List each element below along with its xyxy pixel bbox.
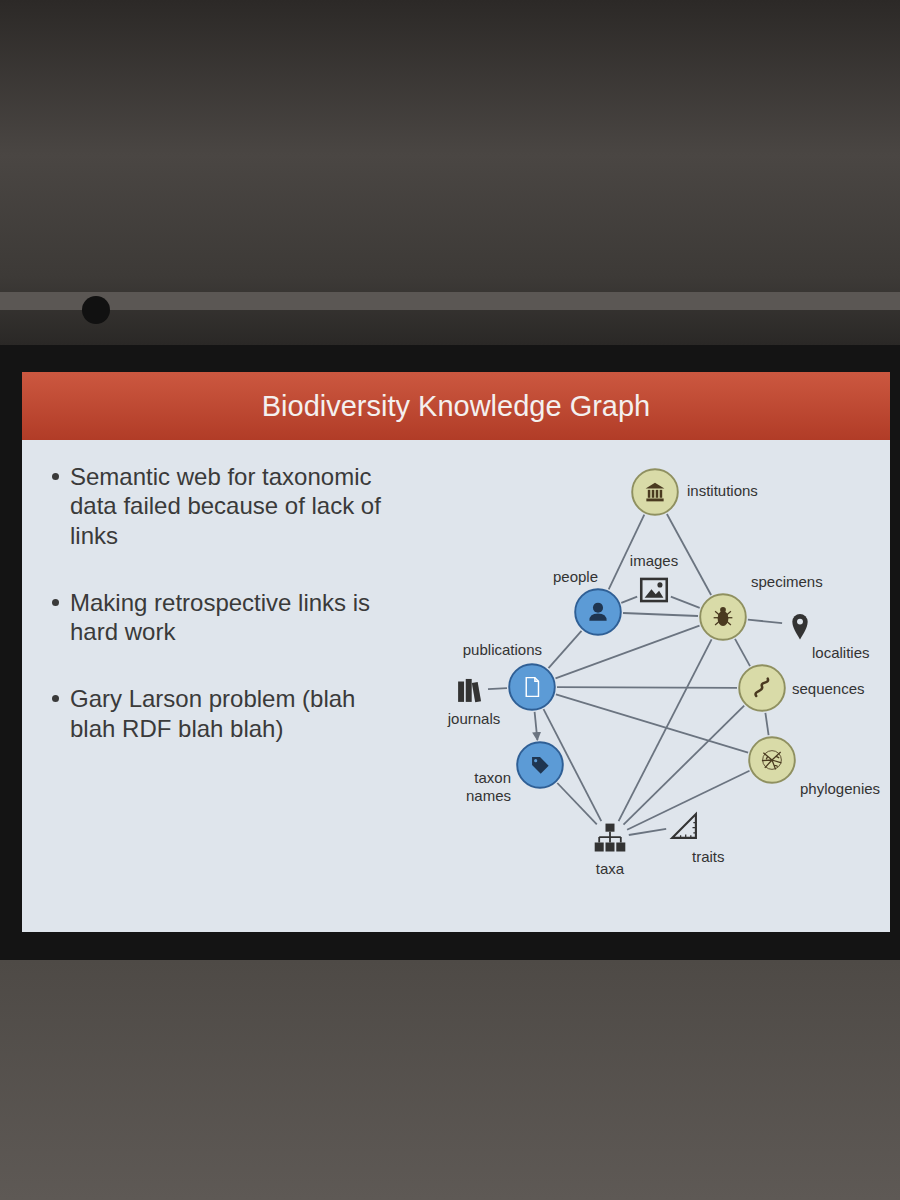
graph-link [765, 713, 768, 735]
graph-link [488, 687, 507, 690]
graph-link [735, 639, 750, 666]
graph-link [549, 631, 582, 668]
graph-link [623, 613, 698, 616]
bug-icon [699, 593, 747, 641]
node-label: people [551, 568, 600, 586]
publications-node: publications [508, 663, 556, 711]
bullet-text: Semantic web for taxonomic data failed b… [70, 462, 405, 550]
person-icon [574, 588, 622, 636]
doc-icon [508, 663, 556, 711]
tag-icon [516, 741, 564, 789]
pin-icon [783, 608, 817, 642]
phylo-icon [748, 736, 796, 784]
projector-dome [82, 296, 110, 324]
node-label: journals [446, 710, 503, 728]
node-label: images [628, 552, 680, 570]
helix-icon [738, 664, 786, 712]
graph-link [557, 686, 737, 689]
floor-wall [0, 960, 900, 1200]
graph-link [619, 639, 712, 821]
graph-link [556, 694, 748, 752]
node-label: sequences [790, 680, 867, 698]
graph-link [535, 712, 538, 740]
bullet-text: Making retrospective links is hard work [70, 588, 405, 647]
node-label: traits [690, 848, 727, 866]
image-icon [637, 573, 671, 607]
inst-icon [631, 468, 679, 516]
bullet-list: Semantic web for taxonomic data failed b… [48, 462, 418, 781]
images-node: images [637, 573, 671, 607]
title-bar: Biodiversity Knowledge Graph [22, 372, 890, 440]
bullet-item: Making retrospective links is hard work [48, 588, 418, 647]
people-node: people [574, 588, 622, 636]
taxon-names-node: taxon names [516, 741, 564, 789]
bullet-dot [52, 473, 59, 480]
journals-node: journals [453, 673, 487, 707]
bullet-item: Gary Larson problem (blah blah RDF blah … [48, 684, 418, 743]
graph-link [748, 620, 782, 624]
node-label: institutions [685, 482, 760, 500]
specimens-node: specimens [699, 593, 747, 641]
graph-link [629, 829, 666, 835]
graph-link [624, 706, 745, 825]
node-label: taxa [594, 860, 626, 878]
graph-link [557, 783, 597, 824]
ceiling-rail [0, 292, 900, 310]
traits-node: traits [667, 809, 701, 843]
node-label: specimens [749, 573, 825, 591]
slide [22, 372, 890, 932]
taxa-icon [592, 820, 628, 856]
bullet-dot [52, 599, 59, 606]
graph-link [621, 597, 637, 603]
books-icon [453, 673, 487, 707]
node-label: publications [461, 641, 544, 659]
graph-link [556, 626, 700, 679]
bullet-dot [52, 695, 59, 702]
slide-title: Biodiversity Knowledge Graph [262, 390, 650, 423]
phylogenies-node: phylogenies [748, 736, 796, 784]
sequences-node: sequences [738, 664, 786, 712]
graph-link [671, 597, 700, 608]
ruler-icon [667, 809, 701, 843]
taxa-node: taxa [592, 820, 628, 856]
bullet-text: Gary Larson problem (blah blah RDF blah … [70, 684, 405, 743]
node-label: phylogenies [798, 780, 882, 798]
localities-node: localities [783, 608, 817, 642]
institutions-node: institutions [631, 468, 679, 516]
node-label: taxon names [457, 769, 513, 805]
node-label: localities [810, 644, 872, 662]
bullet-item: Semantic web for taxonomic data failed b… [48, 462, 418, 550]
